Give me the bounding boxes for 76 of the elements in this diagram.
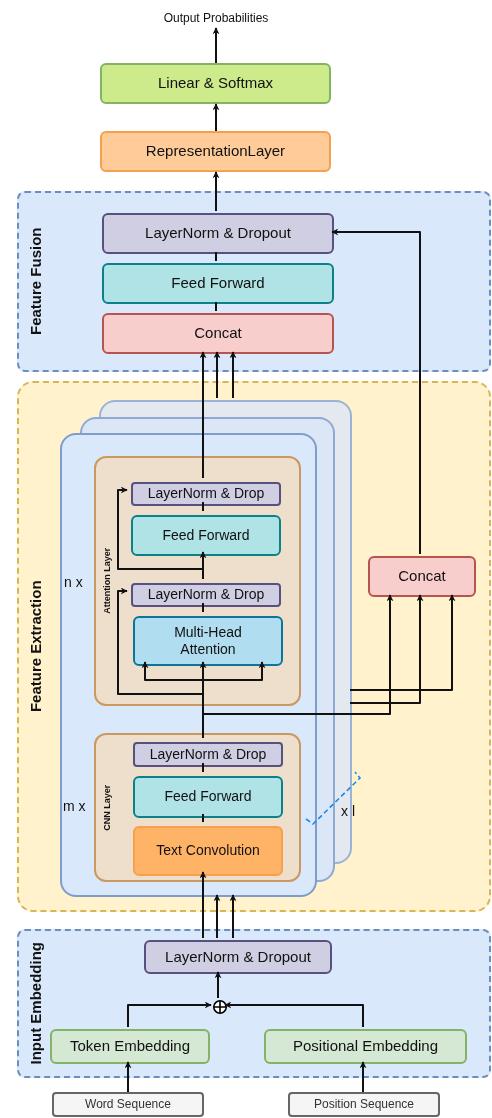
process-box (264, 1029, 467, 1064)
connector-line (215, 301, 217, 312)
box-label: Text Convolution (156, 842, 260, 860)
arrow (212, 27, 220, 64)
process-box (102, 313, 334, 354)
arrow (214, 971, 222, 999)
box-label: Word Sequence (85, 1097, 171, 1112)
box-label: LayerNorm & Drop (147, 586, 265, 604)
box-label: LayerNorm & Drop (149, 745, 267, 764)
group-panel (17, 191, 491, 372)
process-box (52, 1092, 204, 1117)
box-label: Concat (194, 324, 242, 343)
box-label: Position Sequence (313, 1097, 415, 1112)
arrow (331, 228, 421, 555)
arrow (213, 351, 221, 399)
connector-line (215, 251, 217, 262)
box-label: LayerNorm & Drop (147, 485, 265, 503)
repeat-count-label: m x (63, 797, 86, 816)
process-box (288, 1092, 440, 1117)
group-title: Feature Fusion (25, 227, 45, 336)
connector-line (202, 762, 204, 773)
arrow (199, 871, 207, 939)
process-box (133, 742, 283, 767)
repeat-count-label: n x (64, 573, 83, 592)
connector-line (202, 602, 204, 613)
box-label: Positional Embedding (292, 1037, 439, 1056)
arrow (127, 1001, 212, 1028)
arrow (124, 1061, 132, 1093)
output-label: Output Probabilities (163, 10, 269, 26)
group-title: Input Embedding (25, 942, 45, 1065)
group-title: CNN Layer (101, 784, 114, 831)
box-label: Linear & Softmax (157, 74, 274, 93)
sum-circle (213, 1000, 227, 1014)
box-label: RepresentationLayer (145, 142, 286, 161)
box-label: LayerNorm & Dropout (165, 947, 311, 967)
process-box (133, 826, 283, 876)
arrow (359, 1061, 367, 1093)
connector-line (202, 813, 204, 823)
process-box (102, 213, 334, 254)
arrow (213, 894, 221, 939)
arrow (199, 351, 207, 479)
box-label: Concat (398, 567, 446, 586)
box-label: Feed Forward (164, 788, 252, 806)
arrow (229, 894, 237, 939)
repeat-count-label: x l (341, 802, 355, 821)
box-label: Feed Forward (162, 526, 250, 545)
arrow (224, 1001, 364, 1028)
arrow (117, 486, 204, 580)
process-box (131, 583, 281, 607)
arrow (349, 594, 456, 691)
group-title: Feature Extraction (25, 580, 45, 713)
process-box (133, 776, 283, 818)
arrow (229, 351, 237, 399)
process-box (131, 515, 281, 556)
process-box (100, 63, 331, 104)
layer-panel (94, 456, 301, 706)
box-label: Multi-Head Attention (173, 623, 243, 659)
process-box (368, 556, 476, 597)
process-box (131, 482, 281, 506)
stacked-layer-cards (60, 400, 352, 897)
arrow (349, 594, 424, 704)
arrow (212, 103, 220, 132)
layer-panel (94, 733, 301, 882)
group-panel (17, 929, 491, 1078)
process-box (144, 940, 332, 974)
group-title: Attention Layer (101, 548, 114, 614)
box-label: Feed Forward (171, 274, 265, 293)
box-label: LayerNorm & Dropout (145, 224, 291, 243)
process-box (100, 131, 331, 172)
group-panel (17, 381, 491, 912)
connector-line (202, 501, 204, 512)
arrow (212, 171, 220, 212)
process-box (102, 263, 334, 304)
process-box (50, 1029, 210, 1064)
process-box (133, 616, 283, 666)
box-label: Token Embedding (69, 1037, 191, 1056)
